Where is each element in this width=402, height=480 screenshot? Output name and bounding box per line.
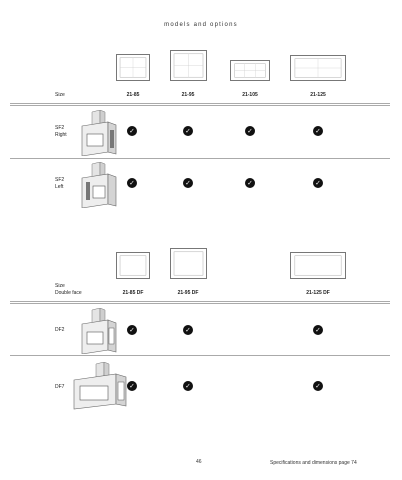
row-divider	[10, 355, 390, 356]
fireplace-df2-illustration	[78, 307, 122, 355]
row-label-sf2-right: SF2 Right	[55, 125, 67, 139]
check-sf2-left-21-105: ✓	[245, 178, 255, 188]
check-sf2-right-21-85: ✓	[127, 126, 137, 136]
check-sf2-left-21-95: ✓	[183, 178, 193, 188]
model-thumbnail-21-85-df	[116, 252, 150, 279]
model-header-21-85-df: 21-85 DF	[122, 290, 144, 296]
size-label: Size	[55, 283, 65, 289]
row-label-sf2-left: SF2 Left	[55, 177, 64, 191]
row-label-df2: DF2	[55, 327, 65, 333]
check-sf2-left-21-125: ✓	[313, 178, 323, 188]
fireplace-df7-illustration	[72, 361, 130, 410]
size-sublabel: Double face	[55, 290, 82, 296]
check-df7-21-95-df: ✓	[183, 381, 193, 391]
specifications-reference: Specifications and dimensions page 74	[270, 460, 357, 466]
size-label: Size	[55, 92, 65, 98]
row-variant-name: Right	[55, 132, 67, 138]
row-model-name: SF2	[55, 177, 65, 183]
model-thumbnail-21-95	[170, 50, 207, 81]
check-df2-21-85-df: ✓	[127, 325, 137, 335]
check-df2-21-125-df: ✓	[313, 325, 323, 335]
check-df7-21-85-df: ✓	[127, 381, 137, 391]
model-header-21-125: 21-125	[310, 92, 326, 98]
model-thumbnail-21-95-df	[170, 248, 207, 279]
model-thumbnail-21-125	[290, 55, 346, 81]
model-header-21-95: 21-95	[181, 92, 195, 98]
check-sf2-right-21-125: ✓	[313, 126, 323, 136]
model-thumbnail-21-105	[230, 60, 270, 81]
check-df7-21-125-df: ✓	[313, 381, 323, 391]
fireplace-sf2-left-illustration	[78, 161, 122, 209]
fireplace-sf2-right-illustration	[78, 109, 122, 157]
model-header-21-95-df: 21-95 DF	[177, 290, 199, 296]
row-divider	[10, 158, 390, 159]
row-variant-name: Left	[55, 184, 64, 190]
model-header-21-85: 21-85	[126, 92, 140, 98]
model-header-21-105: 21-105	[242, 92, 258, 98]
model-thumbnail-21-85	[116, 54, 150, 81]
page-title: models and options	[164, 22, 238, 28]
check-sf2-right-21-105: ✓	[245, 126, 255, 136]
section-divider	[10, 103, 390, 106]
check-sf2-right-21-95: ✓	[183, 126, 193, 136]
model-header-21-125-df: 21-125 DF	[306, 290, 330, 296]
section-divider	[10, 301, 390, 304]
model-thumbnail-21-125-df	[290, 252, 346, 279]
check-df2-21-95-df: ✓	[183, 325, 193, 335]
row-model-name: SF2	[55, 125, 65, 131]
row-label-df7: DF7	[55, 384, 65, 390]
size-label-double-face: Size Double face	[55, 283, 82, 297]
check-sf2-left-21-85: ✓	[127, 178, 137, 188]
page-number: 46	[196, 459, 202, 465]
